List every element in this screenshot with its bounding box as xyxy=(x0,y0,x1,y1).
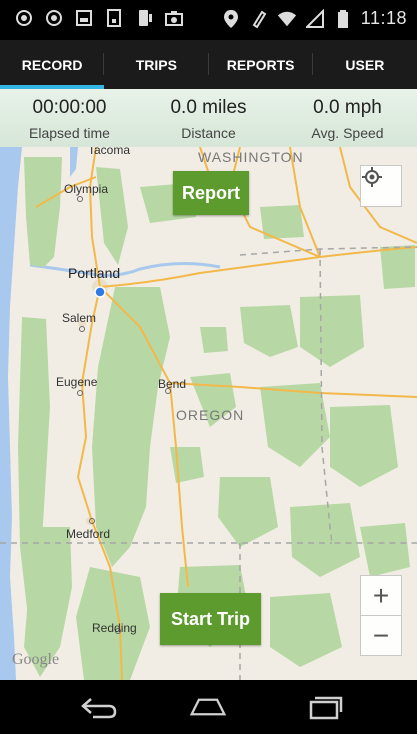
tab-label: RECORD xyxy=(21,56,83,73)
zoom-in-button[interactable]: + xyxy=(360,575,402,616)
distance-stat: 0.0 miles Distance xyxy=(139,89,278,147)
distance-value: 0.0 miles xyxy=(170,97,247,118)
clock: 11:18 xyxy=(360,8,407,28)
crosshair-icon xyxy=(362,167,382,187)
tab-label: REPORTS xyxy=(226,56,295,73)
image-icon xyxy=(74,8,94,28)
back-button[interactable] xyxy=(79,692,119,722)
tab-label: USER xyxy=(345,56,385,73)
tab-trips[interactable]: TRIPS xyxy=(104,40,209,89)
back-arrow-icon xyxy=(81,698,117,719)
report-button[interactable]: Report xyxy=(173,171,249,215)
navigation-bar xyxy=(0,680,417,734)
map-label-medford: Medford xyxy=(66,527,111,541)
download-icon xyxy=(104,8,124,28)
map-label-bend: Bend xyxy=(158,377,187,391)
recent-apps-button[interactable] xyxy=(305,692,345,722)
map-label-eugene: Eugene xyxy=(56,375,98,389)
tab-label: TRIPS xyxy=(135,56,177,73)
tab-reports[interactable]: REPORTS xyxy=(209,40,313,89)
map-label-redding: Redding xyxy=(92,621,137,635)
google-attribution: Google xyxy=(12,651,60,668)
map-label-salem: Salem xyxy=(62,311,97,325)
tab-bar: RECORD TRIPS REPORTS USER xyxy=(0,40,417,89)
phone-icon xyxy=(134,8,154,28)
avg-speed-label: Avg. Speed xyxy=(311,125,384,141)
location-pin-icon xyxy=(221,9,241,29)
home-icon xyxy=(189,698,227,716)
signal-icon xyxy=(305,8,325,29)
home-button[interactable] xyxy=(188,692,228,722)
notification-icon xyxy=(44,8,64,28)
tab-user[interactable]: USER xyxy=(313,40,417,89)
zoom-out-button[interactable]: − xyxy=(360,615,402,656)
map-label-washington: WASHINGTON xyxy=(198,149,304,165)
map-label-olympia: Olympia xyxy=(64,182,109,196)
tab-record[interactable]: RECORD xyxy=(0,40,105,89)
map-label-tacoma: Tacoma xyxy=(88,147,131,157)
forest-areas xyxy=(18,157,415,680)
water-area xyxy=(70,147,78,177)
ocean-area xyxy=(0,147,22,680)
map-label-oregon: OREGON xyxy=(176,407,245,423)
river xyxy=(29,261,221,277)
nfc-icon xyxy=(249,9,269,29)
wifi-icon xyxy=(277,9,297,29)
current-location-dot xyxy=(94,286,106,298)
elapsed-time-stat: 00:00:00 Elapsed time xyxy=(0,89,139,147)
recent-apps-icon xyxy=(309,696,343,720)
speed-stat: 0.0 mph Avg. Speed xyxy=(278,89,417,147)
my-location-button[interactable] xyxy=(360,165,402,207)
map-canvas xyxy=(0,147,417,680)
city-markers xyxy=(77,196,171,634)
battery-icon xyxy=(333,9,353,29)
map-label-portland: Portland xyxy=(68,265,121,281)
avg-speed-value: 0.0 mph xyxy=(313,97,382,118)
trip-stats-panel: 00:00:00 Elapsed time 0.0 miles Distance… xyxy=(0,89,417,148)
start-trip-button[interactable]: Start Trip xyxy=(160,593,261,645)
notification-icon xyxy=(14,8,34,28)
camera-icon xyxy=(164,8,184,28)
map-view[interactable]: Tacoma WASHINGTON Olympia Portland Salem… xyxy=(0,147,417,680)
status-bar: 11:18 xyxy=(0,0,417,40)
elapsed-time-value: 00:00:00 xyxy=(32,97,107,118)
elapsed-time-label: Elapsed time xyxy=(29,125,110,141)
distance-label: Distance xyxy=(181,125,236,141)
